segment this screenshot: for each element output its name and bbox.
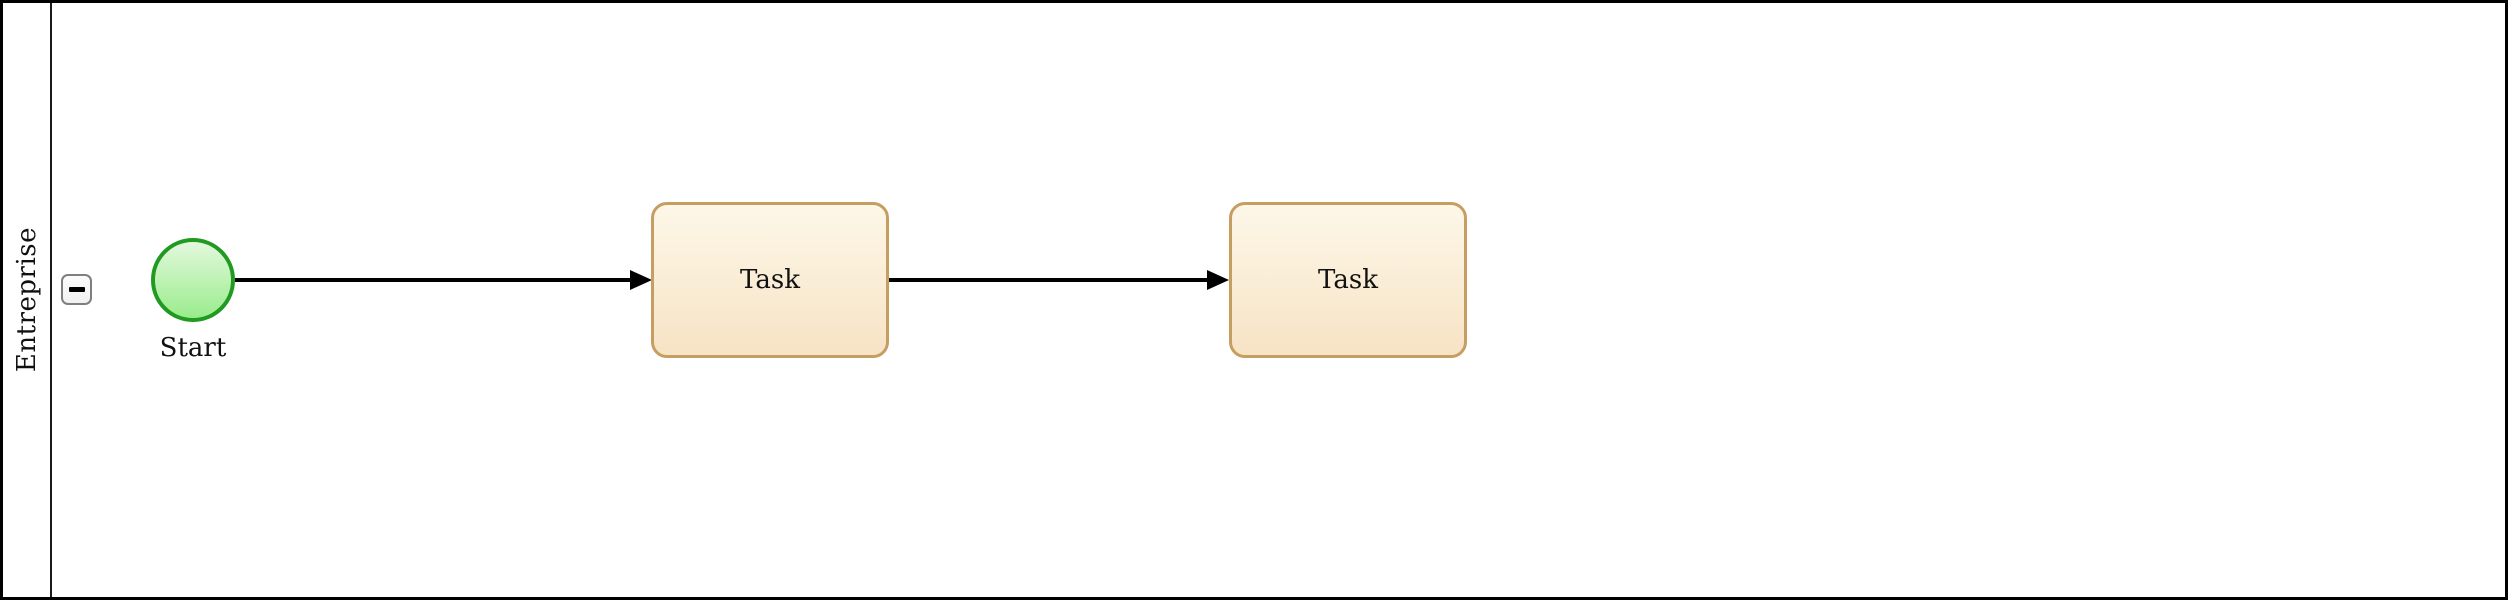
collapse-pool-button[interactable]	[61, 274, 92, 305]
task-1-label: Task	[740, 265, 800, 295]
task-node-1[interactable]: Task	[651, 202, 889, 358]
sequence-flow-2[interactable]	[889, 278, 1208, 282]
arrowhead-icon	[630, 270, 652, 290]
pool-title-lane[interactable]: Entreprise	[3, 3, 52, 597]
minus-icon	[68, 287, 85, 292]
start-event-node[interactable]	[151, 238, 235, 322]
sequence-flow-1[interactable]	[235, 278, 631, 282]
arrowhead-icon	[1207, 270, 1229, 290]
task-node-2[interactable]: Task	[1229, 202, 1467, 358]
task-2-label: Task	[1318, 265, 1378, 295]
pool-name-label: Entreprise	[11, 227, 42, 373]
start-event-label: Start	[159, 333, 227, 363]
